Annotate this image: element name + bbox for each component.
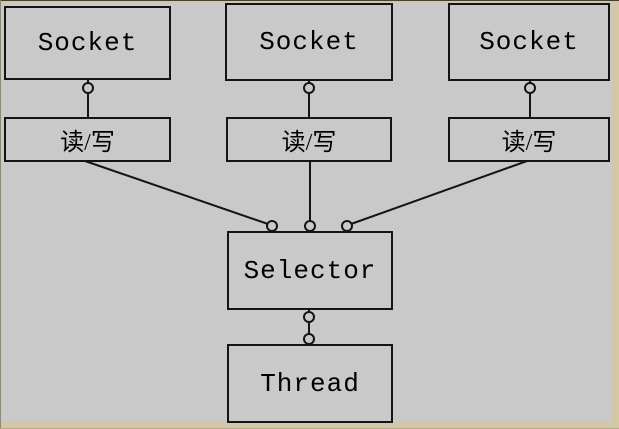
frame-top-edge — [0, 0, 619, 1]
connector-circle-socket2 — [303, 82, 315, 94]
node-thread-label: Thread — [260, 368, 360, 399]
node-readwrite-1-label: 读/写 — [60, 130, 115, 156]
node-readwrite-3: 读/写 — [448, 117, 610, 162]
node-socket-1: Socket — [4, 6, 171, 80]
node-readwrite-3-label: 读/写 — [501, 130, 557, 156]
node-socket-3-label: Socket — [479, 27, 579, 57]
node-socket-1-label: Socket — [37, 28, 138, 58]
frame-left-edge — [0, 0, 1, 429]
node-selector-label: Selector — [243, 255, 377, 286]
node-thread: Thread — [227, 344, 393, 423]
connector-circle-socket3 — [524, 82, 536, 94]
connector-circle-selector-left — [266, 220, 278, 232]
node-readwrite-1: 读/写 — [4, 117, 171, 162]
connector-circle-thread-top — [303, 333, 315, 345]
node-readwrite-2: 读/写 — [226, 117, 392, 162]
node-socket-2: Socket — [225, 3, 393, 81]
node-socket-3: Socket — [448, 3, 610, 81]
node-readwrite-2-label: 读/写 — [281, 130, 337, 156]
edge-rw3-selector — [350, 160, 528, 225]
connector-circle-selector-right — [341, 220, 353, 232]
node-selector: Selector — [227, 231, 393, 310]
node-socket-2-label: Socket — [259, 27, 359, 57]
connector-circle-socket1 — [82, 82, 94, 94]
connector-circle-selector-bottom — [303, 311, 315, 323]
edge-rw1-selector — [84, 160, 269, 225]
connector-circle-selector-mid — [304, 220, 316, 232]
